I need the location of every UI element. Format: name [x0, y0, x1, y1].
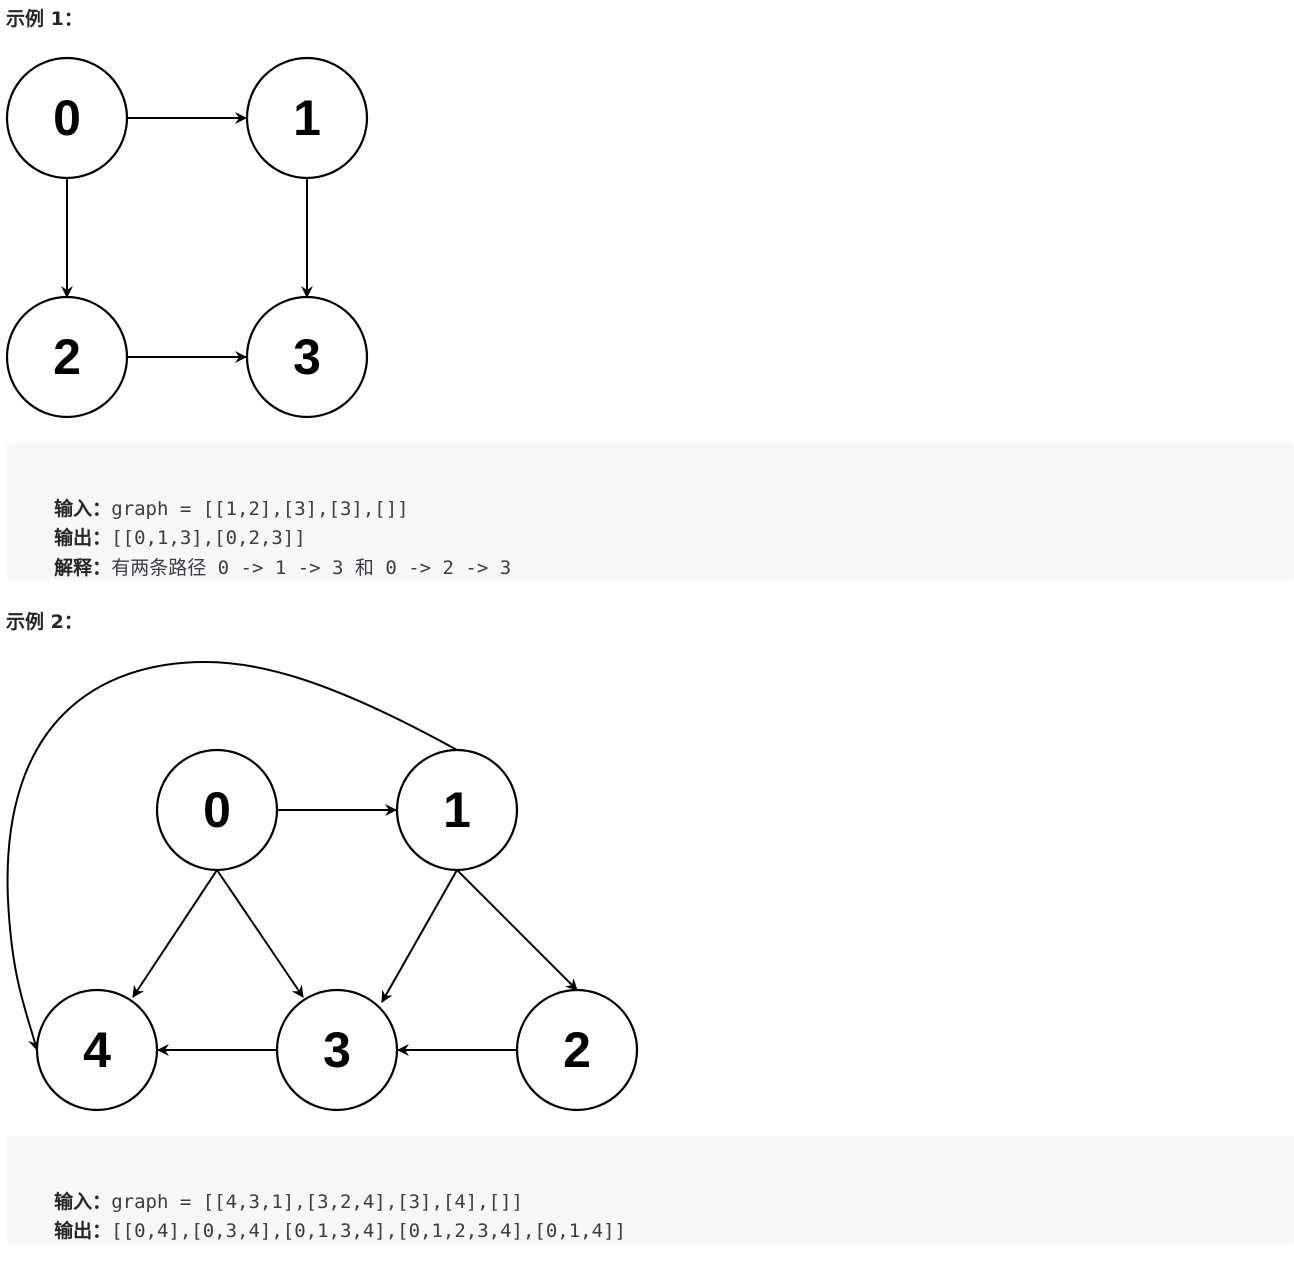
graph-node-0: 0: [155, 748, 279, 872]
output-label: 输出：: [54, 1220, 112, 1242]
output-label: 输出：: [54, 527, 112, 549]
explanation-value: 有两条路径 0 -> 1 -> 3 和 0 -> 2 -> 3: [111, 556, 512, 579]
input-value: graph = [[1,2],[3],[3],[]]: [111, 497, 409, 520]
example-1-heading: 示例 1：: [6, 8, 83, 30]
input-label: 输入：: [54, 497, 112, 520]
node-label: 1: [443, 782, 471, 838]
node-label: 2: [53, 329, 81, 385]
example-2-code-block: 输入：graph = [[4,3,1],[3,2,4],[3],[4],[]] …: [6, 1136, 1294, 1244]
node-label: 4: [83, 1022, 111, 1078]
node-label: 3: [293, 329, 321, 385]
input-line: 输入：graph = [[4,3,1],[3,2,4],[3],[4],[]]: [30, 1158, 1270, 1213]
node-label: 3: [323, 1022, 351, 1078]
graph-node-1: 1: [245, 56, 369, 180]
node-label: 2: [563, 1022, 591, 1078]
example-2-graph: 0 1 2 3 4: [0, 650, 660, 1120]
edge-1-4: [6, 660, 458, 1051]
edge-1-2: [456, 869, 578, 991]
edge-0-4: [132, 869, 218, 998]
input-line: 输入：graph = [[1,2],[3],[3],[]]: [30, 465, 1270, 520]
example-2-heading: 示例 2：: [6, 611, 83, 633]
input-value: graph = [[4,3,1],[3,2,4],[3],[4],[]]: [111, 1190, 523, 1213]
output-value: [[0,4],[0,3,4],[0,1,3,4],[0,1,2,3,4],[0,…: [111, 1220, 626, 1242]
graph-node-3: 3: [245, 295, 369, 419]
node-label: 0: [53, 90, 81, 146]
explanation-label: 解释：: [54, 556, 112, 579]
output-value: [[0,1,3],[0,2,3]]: [111, 527, 306, 549]
example-1-graph: 0 1 2 3: [0, 0, 400, 430]
graph-node-0: 0: [5, 56, 129, 180]
edge-0-3: [216, 869, 304, 998]
graph-node-2: 2: [515, 988, 639, 1112]
graph-node-4: 4: [35, 988, 159, 1112]
graph-node-2: 2: [5, 295, 129, 419]
graph-node-1: 1: [395, 748, 519, 872]
output-line: 输出：[[0,4],[0,3,4],[0,1,3,4],[0,1,2,3,4],…: [30, 1188, 1270, 1242]
edge-1-3: [381, 869, 458, 1003]
graph-node-3: 3: [275, 988, 399, 1112]
input-label: 输入：: [54, 1190, 112, 1213]
example-1-code-block: 输入：graph = [[1,2],[3],[3],[]] 输出：[[0,1,3…: [6, 443, 1294, 580]
node-label: 1: [293, 90, 321, 146]
explanation-line: 解释：有两条路径 0 -> 1 -> 3 和 0 -> 2 -> 3: [30, 524, 1270, 579]
output-line: 输出：[[0,1,3],[0,2,3]]: [30, 495, 1270, 549]
node-label: 0: [203, 782, 231, 838]
